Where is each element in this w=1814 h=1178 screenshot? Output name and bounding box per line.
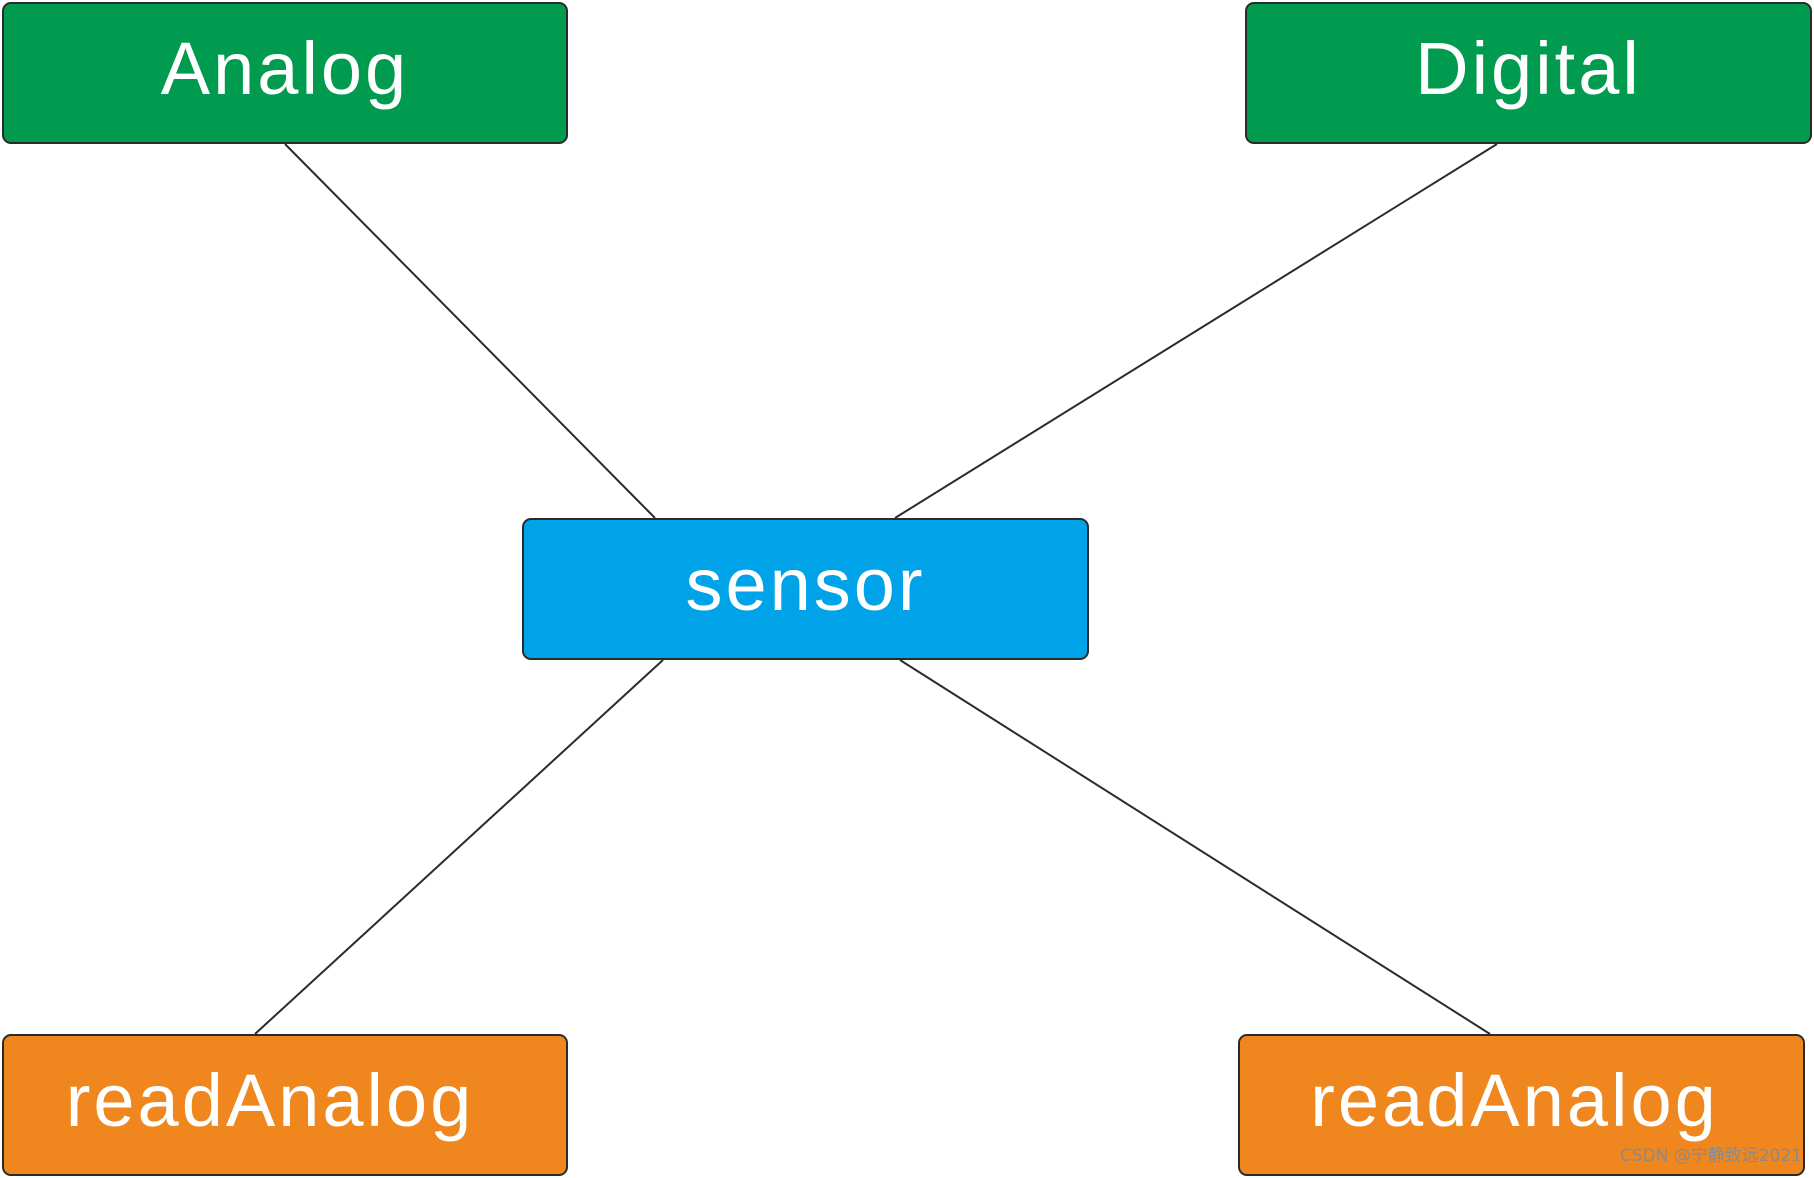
- read-analog-node-right[interactable]: readAnalog: [1238, 1034, 1805, 1176]
- watermark: CSDN @宁静致远2021: [1619, 1146, 1802, 1166]
- read-analog-node-left[interactable]: readAnalog: [2, 1034, 568, 1176]
- edge-digital-sensor: [894, 143, 1498, 519]
- digital-node[interactable]: Digital: [1245, 2, 1812, 144]
- sensor-node[interactable]: sensor: [522, 518, 1089, 660]
- digital-node-label: Digital: [1415, 27, 1642, 110]
- read-analog-node-left-label: readAnalog: [65, 1059, 475, 1142]
- sensor-node-label: sensor: [685, 543, 926, 626]
- edge-sensor-read-left: [254, 659, 664, 1035]
- analog-node-label: Analog: [160, 27, 410, 110]
- edge-analog-sensor: [284, 143, 656, 519]
- edge-sensor-read-right: [899, 659, 1491, 1035]
- analog-node[interactable]: Analog: [2, 2, 568, 144]
- read-analog-node-right-label: readAnalog: [1310, 1059, 1719, 1142]
